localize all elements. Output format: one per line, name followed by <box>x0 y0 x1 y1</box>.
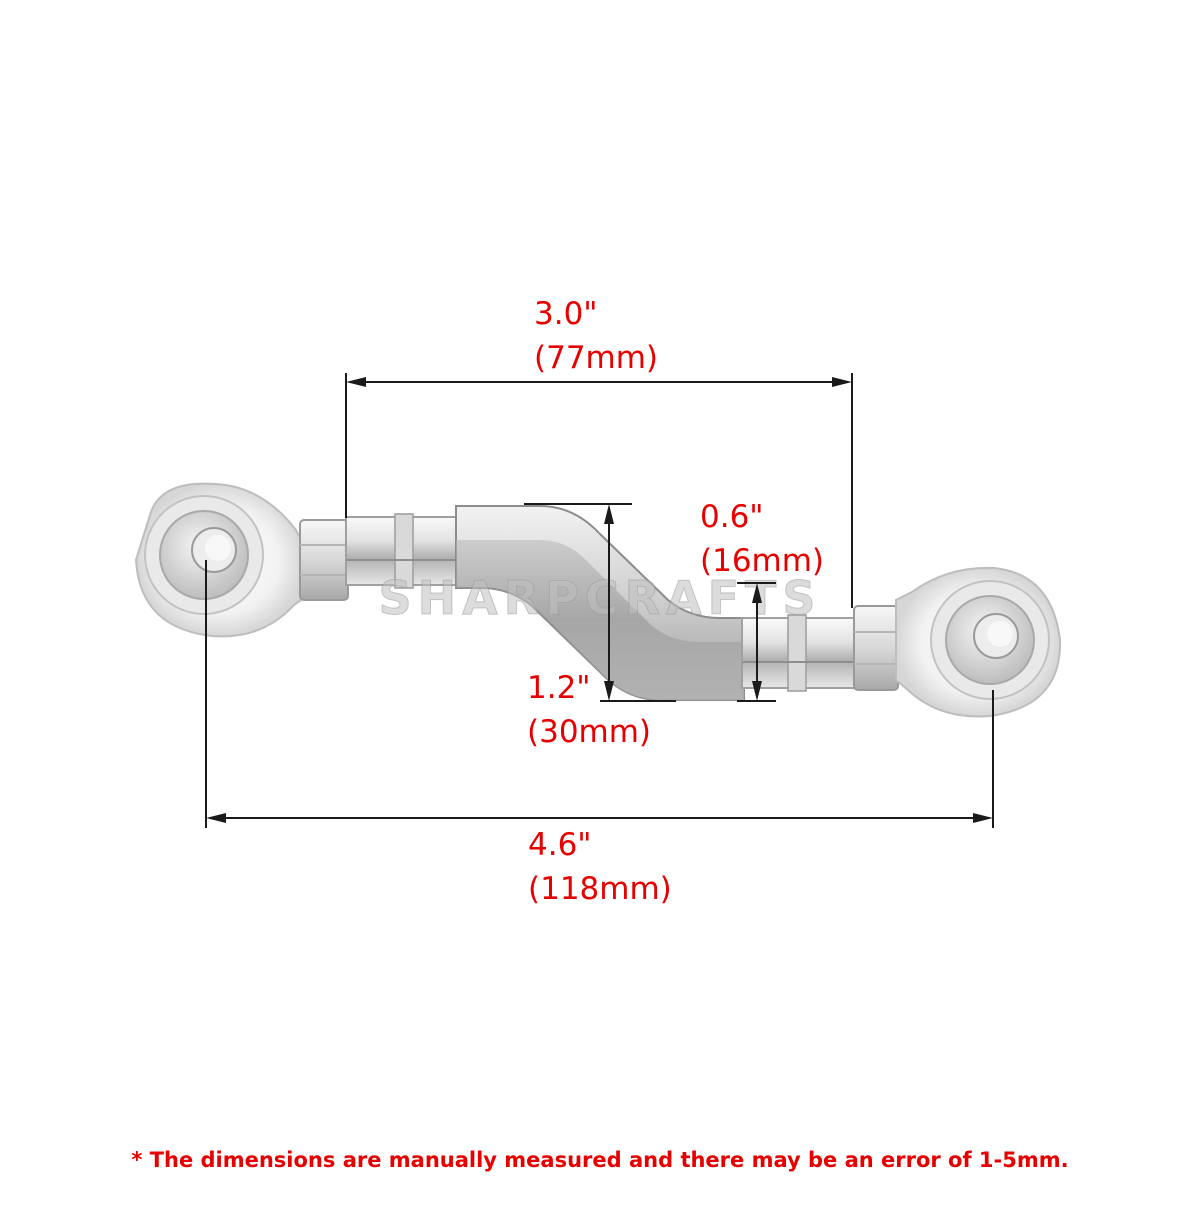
measurement-disclaimer: * The dimensions are manually measured a… <box>131 1148 1069 1172</box>
diameter-label: 0.6" (16mm) <box>700 495 824 583</box>
center-length-label: 3.0" (77mm) <box>534 292 658 380</box>
offset-dimension <box>524 503 676 702</box>
overall-length-inches: 4.6" <box>528 827 592 863</box>
overall-length-mm: (118mm) <box>528 871 672 907</box>
watermark-logo: SHARPCRAFTS <box>378 571 821 625</box>
diameter-inches: 0.6" <box>700 499 764 535</box>
right-jam-nut <box>853 605 899 691</box>
offset-mm: (30mm) <box>527 714 652 750</box>
right-threaded-shaft <box>741 614 857 692</box>
offset-label: 1.2" (30mm) <box>527 666 651 754</box>
overall-length-dimension <box>205 560 994 828</box>
left-jam-nut <box>299 519 349 601</box>
center-length-dimension <box>345 373 853 608</box>
left-threaded-shaft <box>345 513 459 589</box>
overall-length-label: 4.6" (118mm) <box>528 823 672 911</box>
center-length-inches: 3.0" <box>534 296 598 332</box>
right-rod-end <box>895 566 1062 718</box>
offset-inches: 1.2" <box>527 670 591 706</box>
center-length-mm: (77mm) <box>534 340 659 376</box>
diameter-mm: (16mm) <box>700 543 825 579</box>
diameter-dimension <box>737 582 776 702</box>
left-rod-end <box>134 482 305 638</box>
